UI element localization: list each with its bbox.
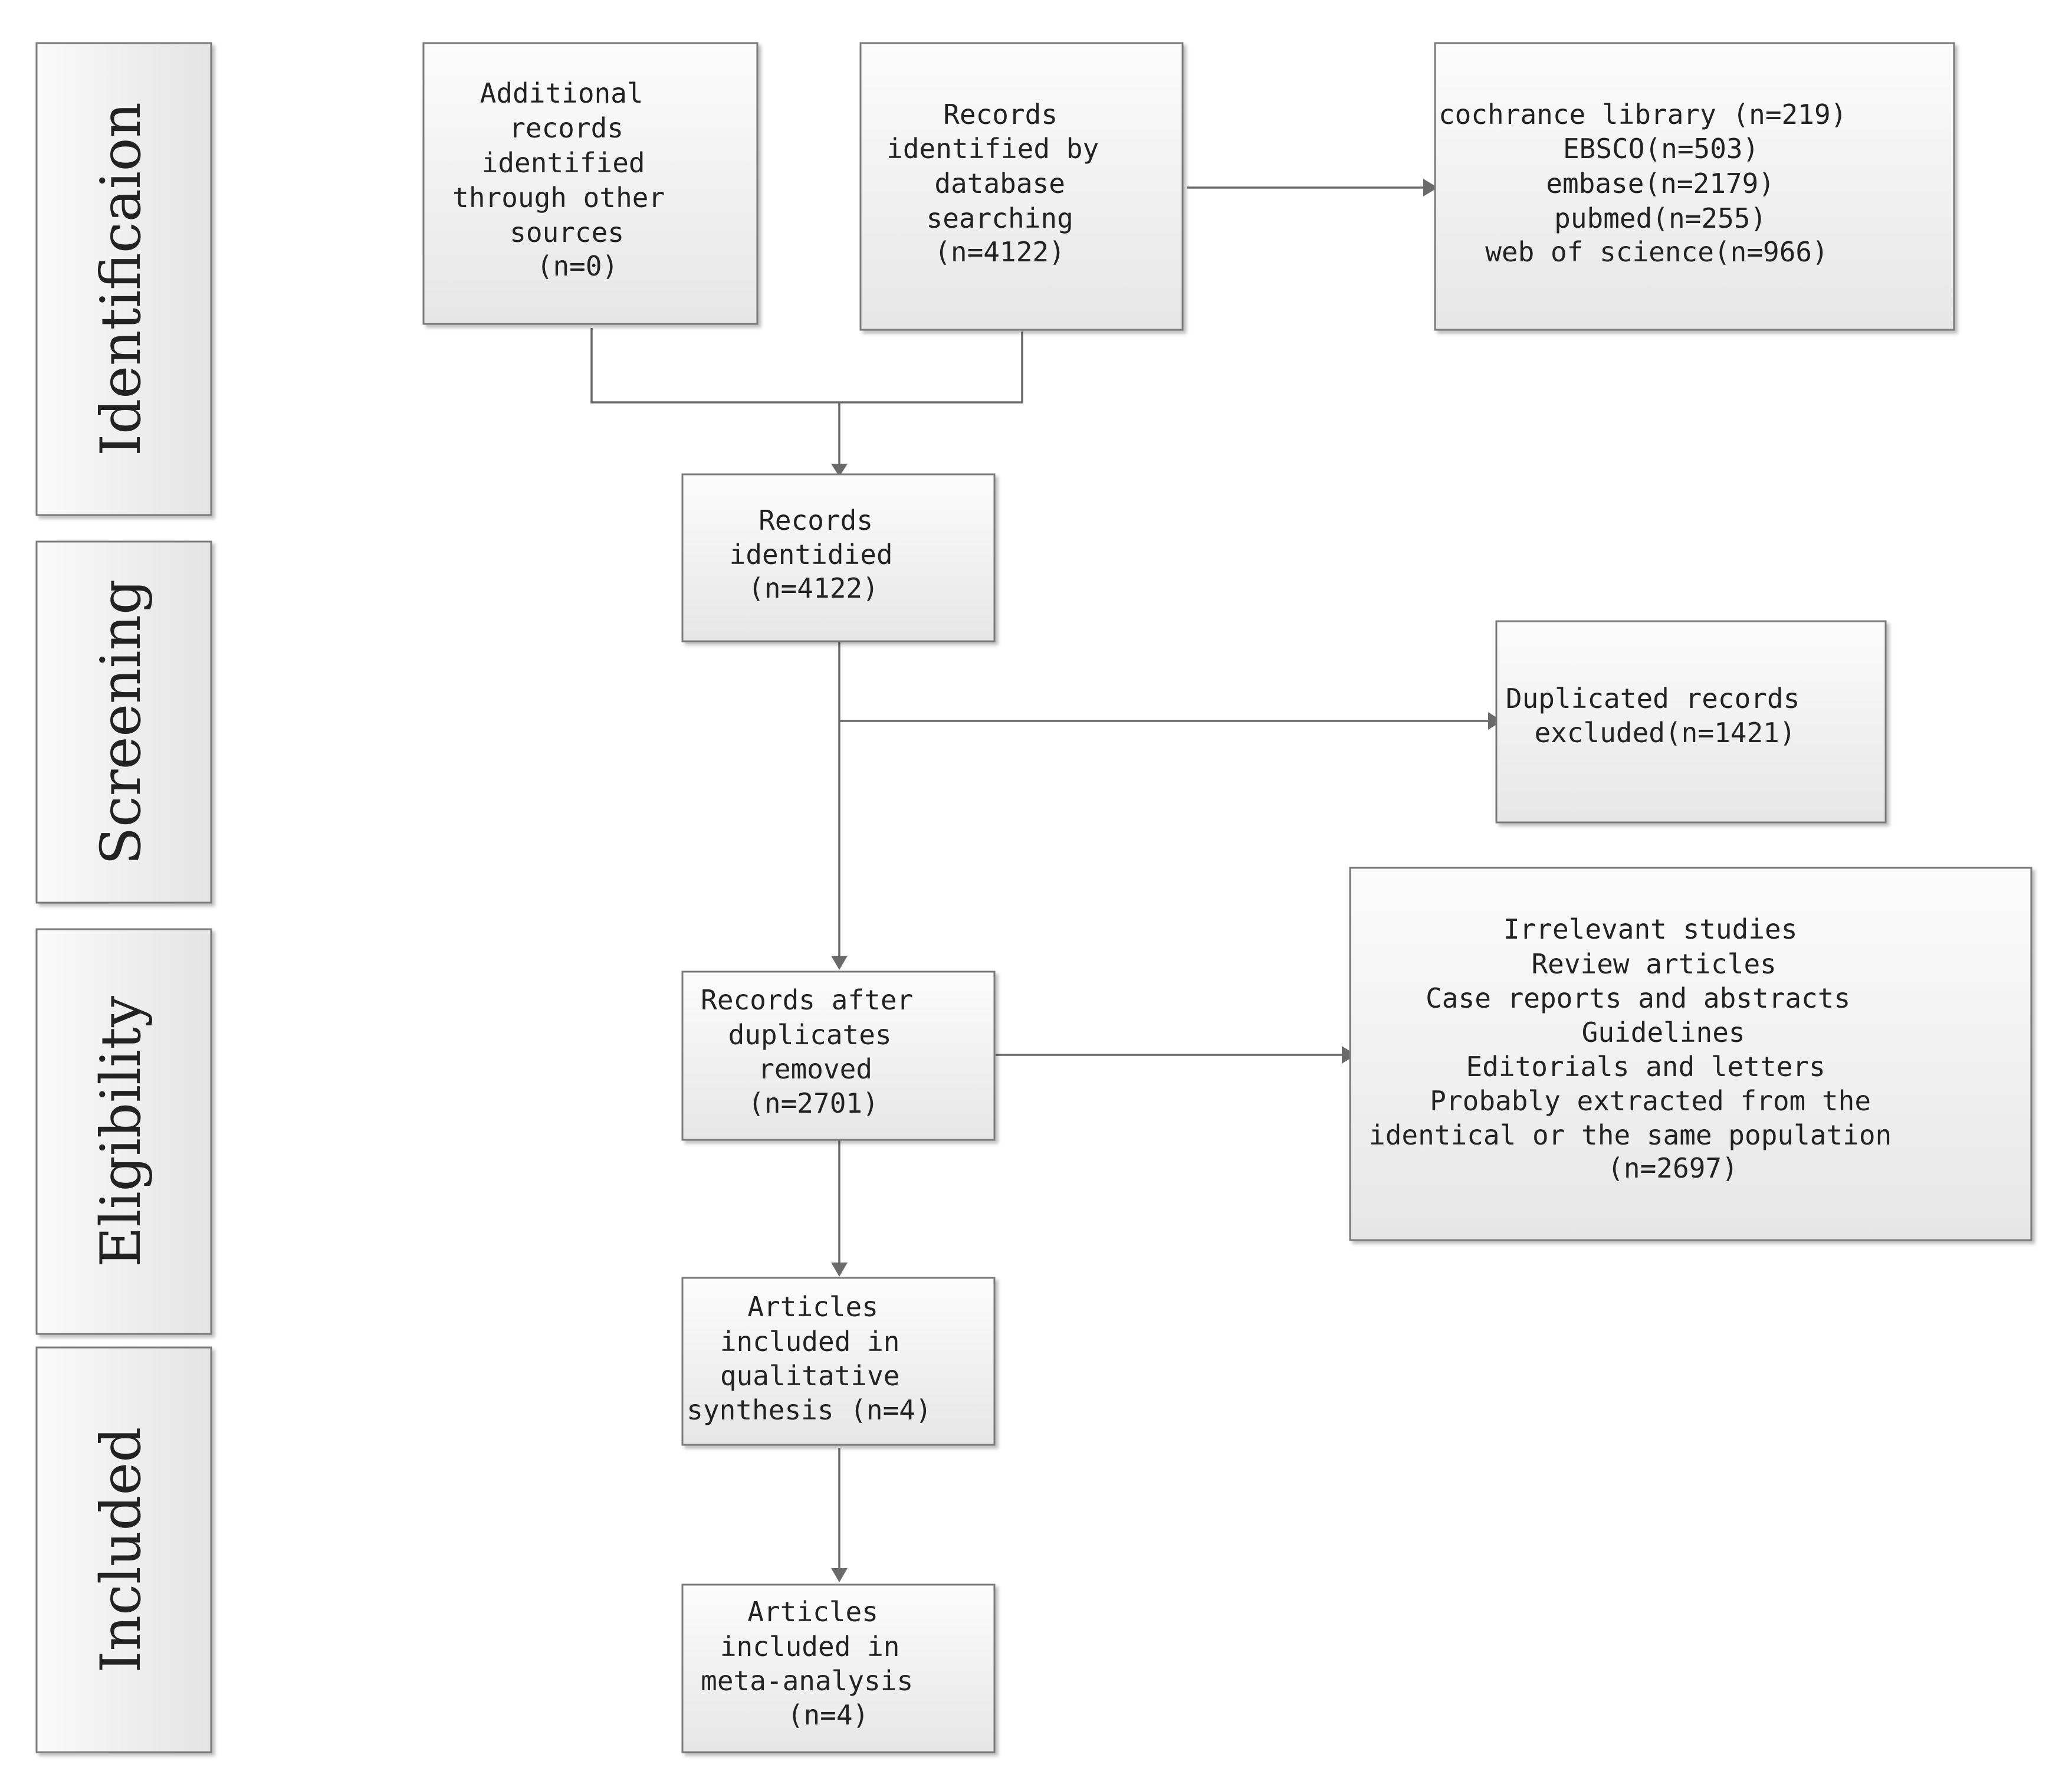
box-line: synthesis (n=4) (687, 1394, 931, 1426)
box-line: searching (927, 202, 1073, 234)
box-line: Duplicated records (1506, 683, 1800, 714)
box-line: records (509, 112, 623, 144)
box-line: qualitative (720, 1360, 900, 1392)
box-line: (n=4) (787, 1699, 869, 1731)
stage-included-label: Included (89, 1427, 153, 1673)
box-line: sources (510, 217, 624, 248)
stage-screening-label: Screening (89, 579, 153, 865)
box-line: EBSCO(n=503) (1563, 133, 1759, 165)
svg-text:Records after duplicates: Records after duplicates removed (n=2701… (701, 984, 930, 1119)
arrowhead (1423, 179, 1438, 196)
box-line: Articles (747, 1596, 878, 1628)
box-line: cochrance library (n=219) (1439, 99, 1847, 130)
box-line: Review articles (1531, 948, 1776, 980)
box-qualitative-synthesis: Articles included in qualitative synthes… (681, 1277, 996, 1446)
stage-eligibility-label: Eligibility (89, 996, 153, 1267)
svg-text:cochrance library (n=219): cochrance library (n=219) EBSCO(n=503) e… (1439, 99, 1863, 268)
box-line: Records (943, 99, 1058, 130)
svg-text:Records identified by: Records identified by database searching… (886, 99, 1115, 268)
box-database-records: Records identified by database searching… (859, 42, 1184, 331)
box-line: included in (720, 1326, 900, 1358)
box-line: (n=0) (537, 250, 618, 282)
connectors (590, 179, 1502, 1582)
box-line: embase(n=2179) (1546, 168, 1775, 199)
box-line: Articles (747, 1291, 878, 1323)
box-exclusion-reasons: Irrelevant studies Review articles Case … (1349, 867, 2032, 1241)
arrowhead (831, 1263, 848, 1277)
box-line: identical or the same population (1369, 1119, 1892, 1151)
box-line: database (934, 168, 1065, 199)
box-line: Records after (701, 984, 913, 1016)
box-line: (n=4122) (934, 236, 1065, 268)
box-line: Irrelevant studies (1503, 913, 1798, 945)
arrowhead (1488, 712, 1502, 730)
stage-included: Included (35, 1346, 212, 1753)
arrowhead (831, 464, 848, 477)
stage-eligibility: Eligibility (35, 928, 212, 1335)
svg-text:Additional records: Additional records identified through ot… (452, 77, 681, 282)
box-database-sources: cochrance library (n=219) EBSCO(n=503) e… (1434, 42, 1955, 331)
box-line: (n=2697) (1607, 1152, 1738, 1184)
box-after-duplicates: Records after duplicates removed (n=2701… (681, 970, 996, 1141)
box-line: meta-analysis (701, 1665, 913, 1697)
box-line: included in (720, 1631, 900, 1663)
box-line: duplicates (728, 1019, 892, 1051)
arrowhead (1342, 1046, 1356, 1064)
box-line: Probably extracted from the (1430, 1085, 1871, 1117)
box-line: through other (452, 182, 665, 214)
box-line: web of science(n=966) (1485, 236, 1828, 268)
svg-text:Records identidied: Records identidied (n=4122) (730, 504, 909, 604)
box-line: (n=4122) (748, 572, 879, 604)
box-records-identified: Records identidied (n=4122) (681, 473, 996, 642)
box-line: identified by (886, 133, 1099, 165)
arrowhead (831, 956, 848, 970)
box-line: Additional (480, 77, 643, 109)
box-additional-records: Additional records identified through ot… (422, 42, 758, 325)
box-line: Editorials and letters (1466, 1051, 1825, 1083)
box-line: excluded(n=1421) (1534, 717, 1795, 749)
svg-text:Articles included in: Articles included in qualitative synthes… (687, 1291, 931, 1426)
stage-identification: Identificaion (35, 42, 212, 516)
box-line: pubmed(n=255) (1554, 202, 1766, 234)
connector-merge (590, 328, 1023, 404)
box-duplicates-excluded: Duplicated records excluded(n=1421) (1495, 620, 1887, 824)
box-meta-analysis: Articles included in meta-analysis (n=4) (681, 1583, 996, 1753)
box-line: Records (758, 504, 873, 536)
box-line: identidied (730, 539, 893, 570)
box-line: removed (758, 1053, 872, 1085)
stage-identification-label: Identificaion (89, 102, 153, 456)
box-line: (n=2701) (748, 1087, 879, 1119)
stage-screening: Screening (35, 540, 212, 904)
svg-text:Articles included in: Articles included in meta-analysis (n=4) (701, 1596, 930, 1731)
box-line: Case reports and abstracts (1426, 982, 1850, 1014)
arrowhead (831, 1568, 848, 1582)
box-line: Guidelines (1582, 1017, 1745, 1048)
svg-text:Duplicated records exclu: Duplicated records excluded(n=1421) (1506, 683, 1816, 749)
svg-text:Irrelevant studies Revie: Irrelevant studies Review articles Case … (1369, 913, 1908, 1184)
box-line: identified (482, 147, 645, 179)
